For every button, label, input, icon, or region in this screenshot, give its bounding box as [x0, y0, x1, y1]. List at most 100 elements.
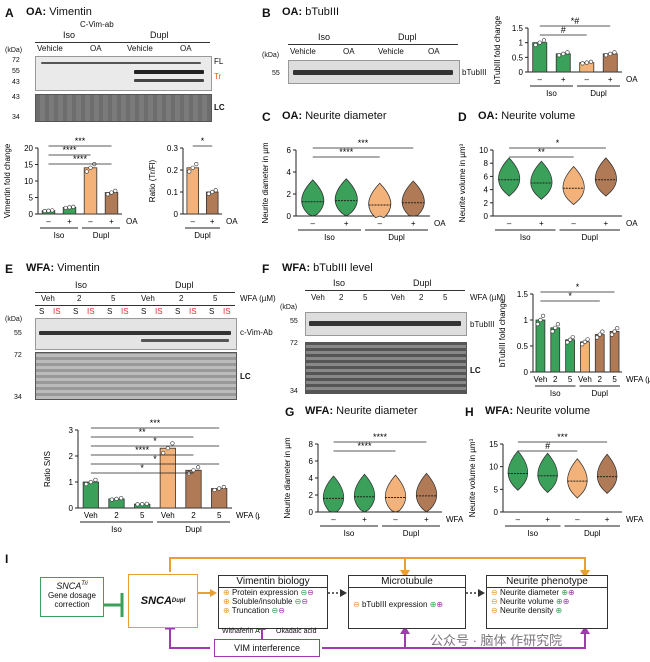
group-label: Dupl	[388, 233, 405, 242]
data-point	[119, 496, 124, 501]
violin	[401, 180, 425, 217]
sig-label: **	[139, 427, 147, 437]
group-label: Iso	[54, 231, 65, 240]
violin	[562, 165, 585, 206]
x-axis-label: OA	[626, 75, 638, 84]
okadaic-label: Okadaic acid	[276, 628, 317, 635]
x-axis-label: WFA (µM)	[236, 511, 260, 520]
y-tick-label: 1	[524, 316, 529, 325]
violin	[322, 475, 345, 513]
x-tick-label: +	[344, 219, 349, 228]
btub-band-label-f: bTubIII	[470, 320, 495, 329]
x-tick-label: 5	[568, 375, 573, 384]
violin	[537, 452, 558, 494]
panel-f-title: WFA: bTubIII level	[282, 262, 373, 274]
y-axis-label: Neurite volume in µm³	[468, 438, 477, 517]
lc-marker-34: 34	[12, 114, 20, 121]
x-tick-label: +	[561, 75, 566, 84]
vimentin-biology-box: Vimentin biology ⊕ Protein expression ⊖⊖…	[218, 575, 328, 629]
bar	[532, 42, 548, 73]
y-tick-label: 0	[174, 210, 179, 219]
wfa-label-e: WFA (µM)	[240, 294, 276, 303]
data-point	[597, 332, 602, 337]
group-label: Dupl	[584, 529, 601, 538]
y-tick-label: 6	[309, 457, 314, 466]
data-point	[584, 60, 589, 65]
data-point	[603, 53, 609, 58]
x-tick-label: Veh	[84, 511, 98, 520]
x-tick-label: –	[191, 217, 196, 226]
marker-72-f: 72	[290, 340, 298, 347]
y-tick-label: 2	[69, 452, 74, 461]
sig-label: #	[545, 441, 550, 451]
data-point	[113, 188, 118, 193]
x-tick-label: –	[88, 217, 93, 226]
lc-label-a: LC	[214, 103, 225, 112]
tr-label: Tr	[214, 72, 222, 81]
data-point	[600, 329, 605, 334]
x-tick-label: –	[516, 515, 521, 524]
data-point	[217, 486, 222, 491]
antibody-label: C-Vim-ab	[80, 20, 114, 29]
panel-label-a: A	[5, 6, 14, 20]
bar	[565, 339, 575, 373]
group-label: Dupl	[185, 525, 202, 534]
data-point	[538, 317, 543, 323]
data-point	[196, 465, 201, 470]
violin	[567, 458, 588, 499]
btub-blot-f	[305, 312, 467, 336]
sig-label: ****	[357, 441, 372, 451]
y-tick-label: 0	[484, 212, 489, 221]
sig-label: *	[568, 291, 572, 301]
btub-blot	[288, 60, 460, 84]
data-point	[170, 441, 175, 446]
marker-34-e: 34	[14, 394, 22, 401]
panel-label-g: G	[285, 405, 295, 419]
bar	[580, 341, 590, 373]
data-point	[594, 335, 600, 340]
snca-tri-box: SNCATri Gene dosage correction	[40, 577, 104, 617]
y-tick-label: 0	[524, 368, 529, 377]
data-point	[541, 38, 547, 43]
panel-label-b: B	[262, 6, 271, 20]
data-point	[165, 446, 170, 451]
data-point	[565, 50, 570, 55]
sig-label: ****	[135, 445, 150, 455]
watermark: 公众号 · 脑体 作研究院	[430, 633, 563, 648]
bar	[550, 327, 561, 373]
bar	[535, 319, 546, 373]
x-axis-label: OA	[126, 217, 138, 226]
marker-55-b: 55	[272, 70, 280, 77]
x-tick-label: +	[67, 217, 72, 226]
loading-control-blot-e	[35, 352, 237, 400]
kda-label-e: (kDa)	[5, 316, 23, 323]
neurite-phenotype-box: Neurite phenotype ⊖ Neurite diameter ⊕⊕ …	[486, 575, 608, 629]
data-point	[88, 165, 93, 170]
kda-label-a: (kDa)	[5, 47, 23, 54]
x-tick-label: 5	[140, 511, 145, 520]
data-point	[84, 481, 89, 487]
x-tick-label: –	[571, 219, 576, 228]
sig-label: **	[538, 147, 546, 157]
data-point	[50, 208, 55, 213]
y-tick-label: 4	[309, 474, 314, 483]
violin	[507, 450, 529, 491]
sig-label: *	[576, 282, 580, 292]
x-tick-label: +	[411, 219, 416, 228]
sig-label: *	[201, 136, 205, 146]
panel-e-groups: Iso Dupl	[35, 280, 235, 293]
data-point	[140, 501, 145, 507]
data-point	[109, 190, 114, 195]
x-tick-label: +	[210, 217, 215, 226]
data-point	[585, 337, 590, 342]
diagram-arrows	[104, 557, 590, 649]
x-tick-label: +	[608, 75, 613, 84]
data-point	[221, 484, 226, 490]
y-tick-label: 5	[494, 485, 499, 494]
vim-band-label-e: c-Vim-Ab	[240, 328, 273, 337]
y-tick-label: 0	[69, 504, 74, 513]
